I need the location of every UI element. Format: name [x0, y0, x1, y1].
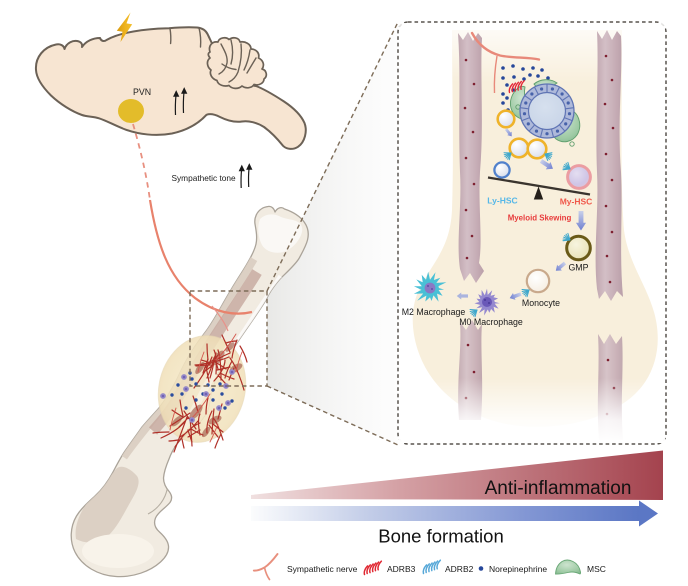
- svg-text:My-HSC: My-HSC: [560, 197, 593, 207]
- svg-text:ADRB3: ADRB3: [387, 564, 416, 574]
- svg-text:ADRB2: ADRB2: [445, 564, 474, 574]
- svg-text:Monocyte: Monocyte: [522, 298, 560, 308]
- svg-text:Anti-inflammation: Anti-inflammation: [485, 478, 632, 499]
- svg-text:Sympathetic nerve: Sympathetic nerve: [287, 564, 358, 574]
- svg-text:Bone formation: Bone formation: [378, 526, 503, 547]
- svg-text:Sympathetic tone: Sympathetic tone: [172, 173, 236, 183]
- svg-text:M0 Macrophage: M0 Macrophage: [459, 317, 523, 327]
- svg-text:Norepinephrine: Norepinephrine: [489, 564, 547, 574]
- svg-text:GMP: GMP: [568, 263, 588, 273]
- svg-text:MSC: MSC: [587, 564, 606, 574]
- svg-text:Myeloid Skewing: Myeloid Skewing: [508, 214, 572, 223]
- svg-text:PVN: PVN: [133, 87, 151, 97]
- svg-text:M2 Macrophage: M2 Macrophage: [402, 307, 466, 317]
- svg-text:Ly-HSC: Ly-HSC: [487, 196, 517, 206]
